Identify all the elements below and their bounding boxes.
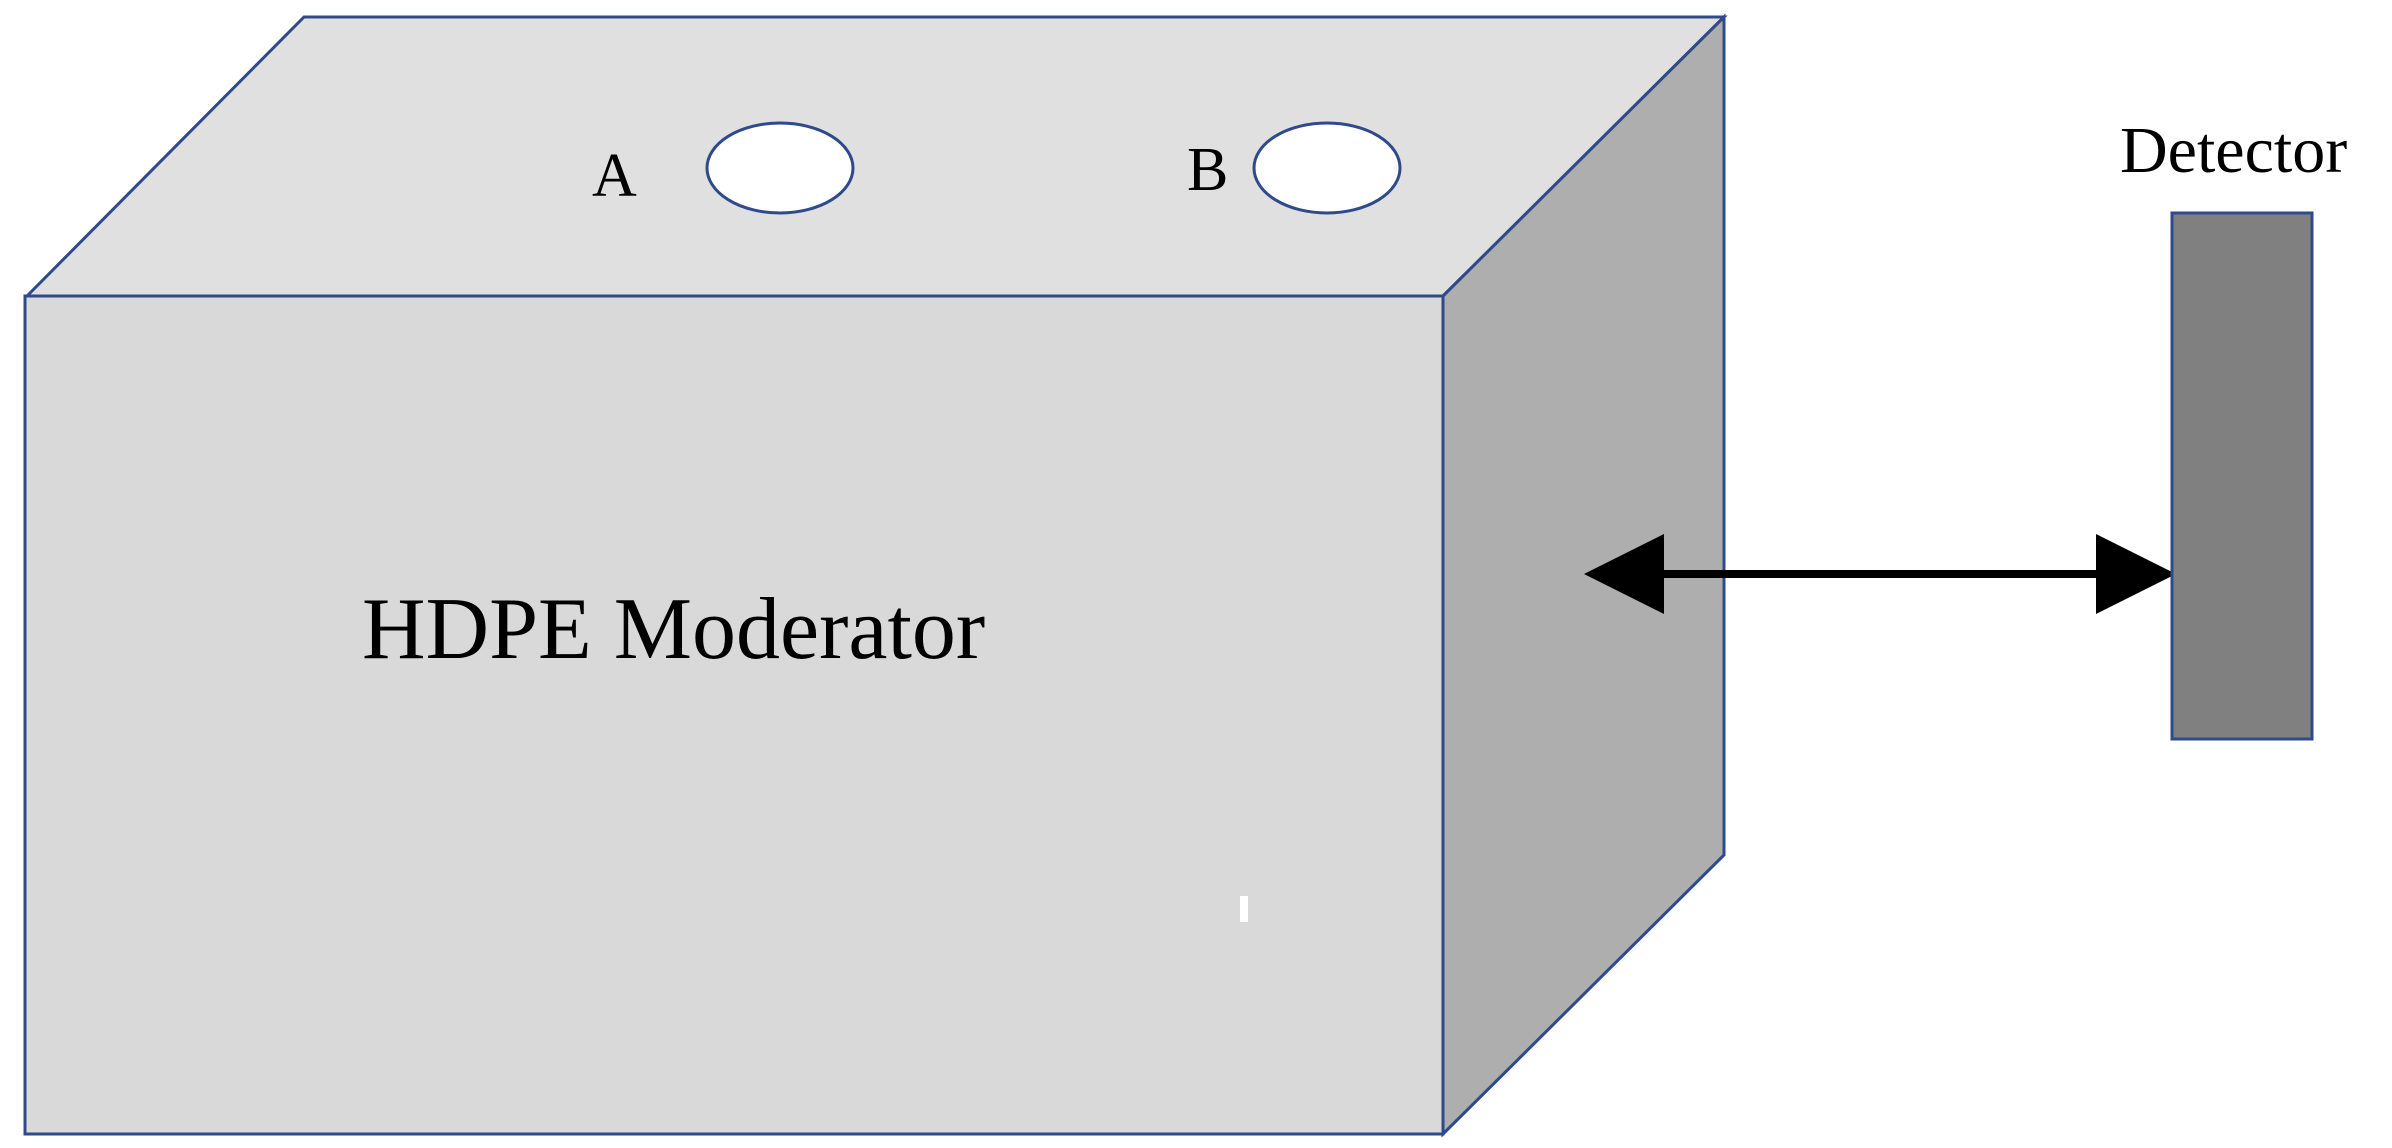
hole-b [1252,121,1402,215]
front-face-mark [1240,896,1248,922]
moderator-top-face [23,15,1728,298]
hole-b-label: B [1187,136,1228,204]
moderator-front-face [23,294,1445,1136]
detector-label: Detector [2120,114,2347,187]
moderator-label: HDPE Moderator [362,581,985,678]
detector [2170,211,2314,741]
hole-a-label: A [592,142,637,210]
hole-a [705,121,855,215]
